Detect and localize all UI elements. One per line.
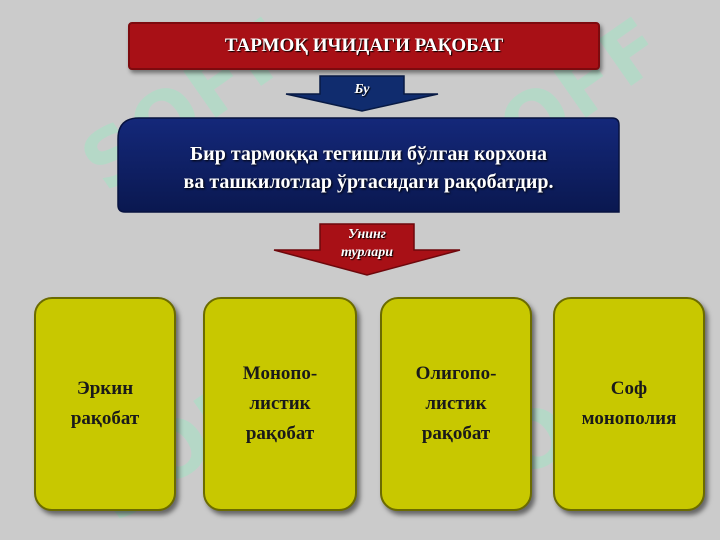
arrow-down-types — [272, 222, 462, 276]
definition-box — [117, 117, 620, 213]
arrow-down-this — [284, 74, 440, 112]
type-card-pure-monopoly: Соф монополия — [553, 297, 705, 511]
arrow2-label-line2: турлари — [340, 245, 393, 260]
card-line: рақобат — [421, 423, 491, 444]
definition-line2: ва ташкилотлар ўртасидаги рақобатдир. — [183, 171, 554, 193]
definition-line1: Бир тармоққа тегишли бўлган корхона — [189, 143, 548, 165]
card-line: монополия — [581, 408, 677, 429]
definition-text: Бир тармоққа тегишли бўлган корхона ва т… — [117, 140, 620, 196]
type-card-free-competition: Эркин рақобат — [34, 297, 176, 511]
card-line: рақобат — [245, 423, 315, 444]
card-line: Монопо- — [242, 363, 318, 384]
card-line: рақобат — [70, 408, 140, 429]
card-line: листик — [249, 393, 311, 414]
type-card-oligopolistic: Олигопо- листик рақобат — [380, 297, 532, 511]
title-text: ТАРМОҚ ИЧИДАГИ РАҚОБАТ — [224, 35, 504, 56]
arrow2-label: Унинг турлари — [320, 226, 414, 262]
arrow2-label-line1: Унинг — [348, 227, 386, 242]
arrow1-label: Бу — [354, 82, 370, 97]
type-card-monopolistic: Монопо- листик рақобат — [203, 297, 357, 511]
card-line: листик — [425, 393, 487, 414]
title-box: ТАРМОҚ ИЧИДАГИ РАҚОБАТ — [128, 22, 600, 70]
card-line: Олигопо- — [415, 363, 497, 384]
card-line: Соф — [610, 378, 648, 399]
card-line: Эркин — [76, 378, 134, 399]
